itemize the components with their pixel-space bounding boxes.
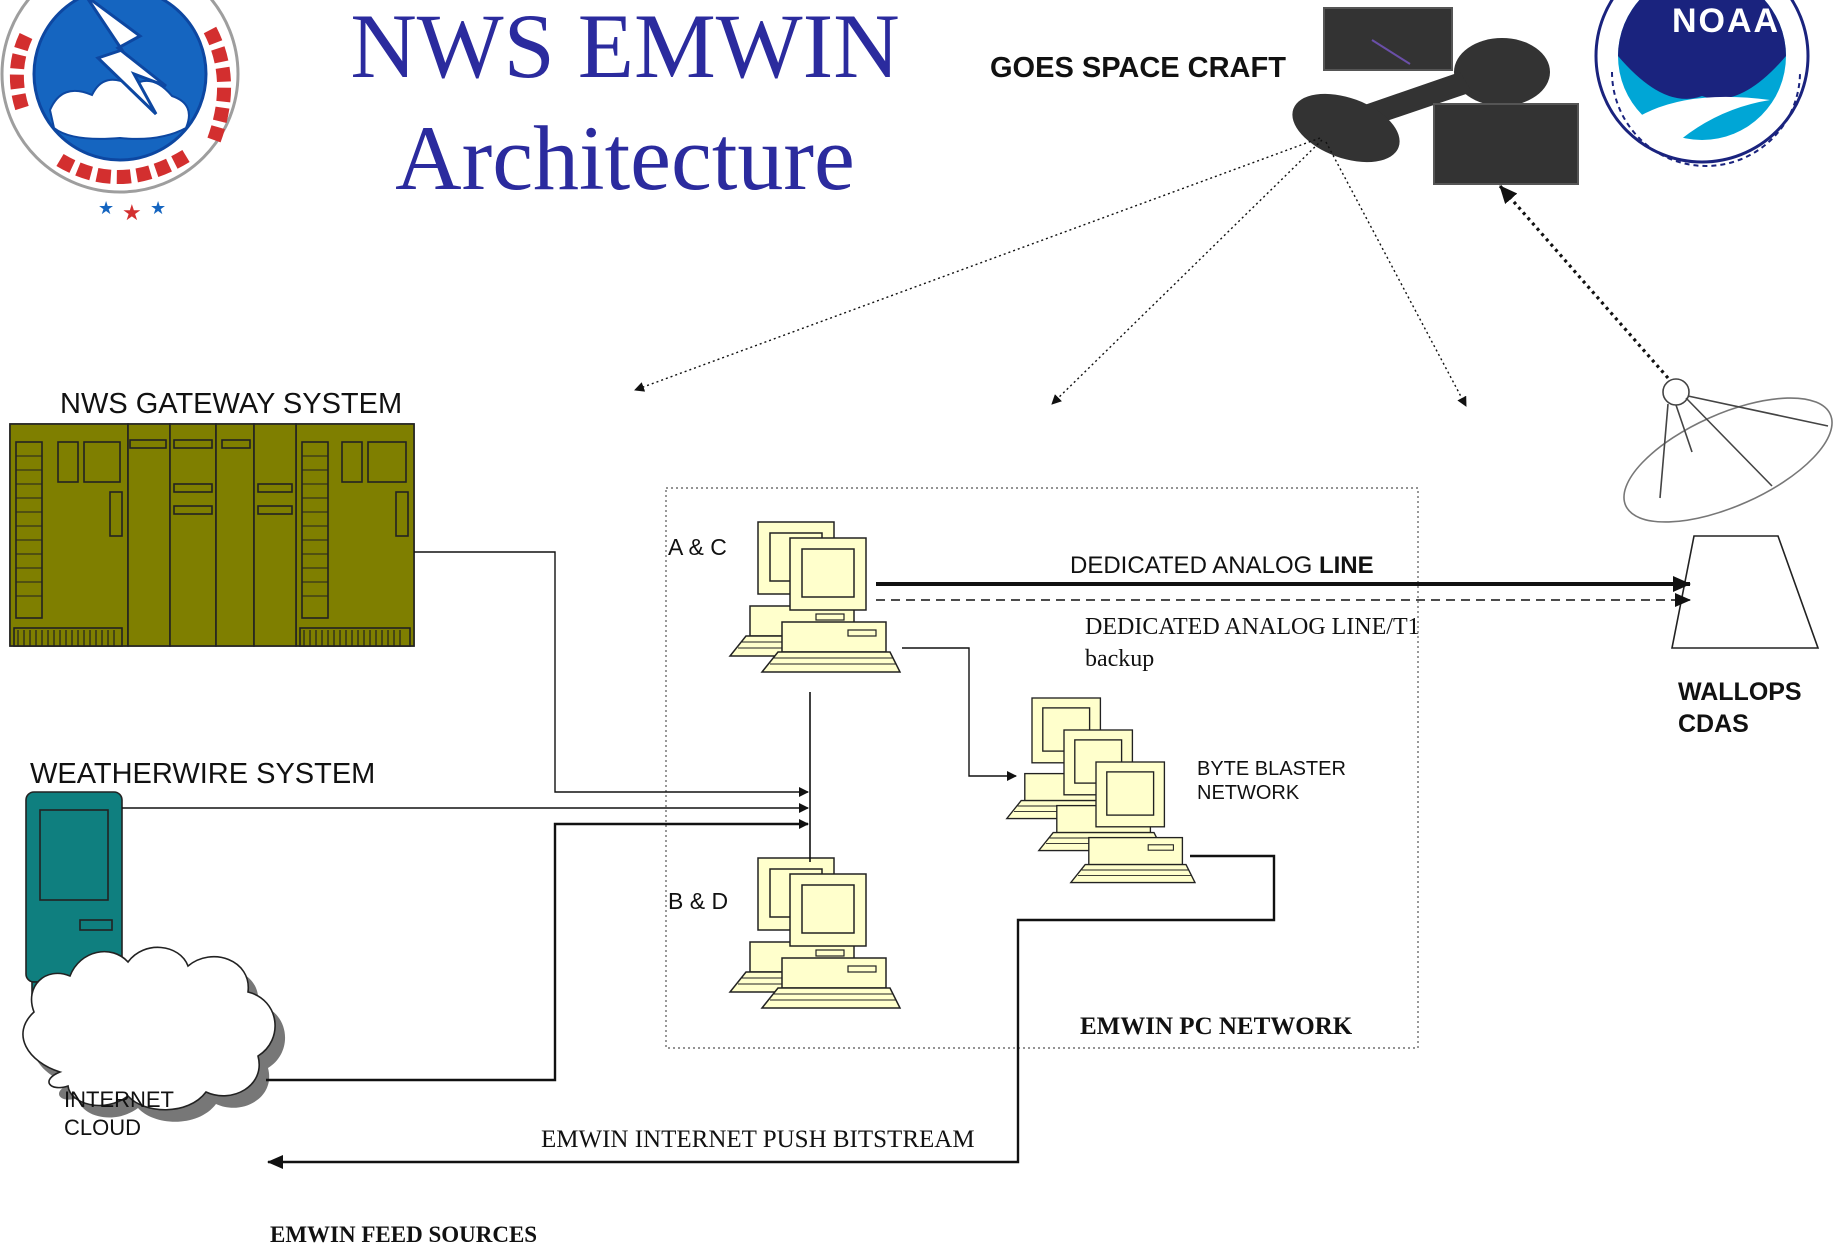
page-title-line2: Architecture xyxy=(395,107,855,209)
page-title-line1: NWS EMWIN xyxy=(350,0,900,97)
noaa-logo-icon xyxy=(1594,0,1810,167)
weatherwire-label: WEATHERWIRE SYSTEM xyxy=(30,758,376,790)
svg-text:★: ★ xyxy=(98,198,114,219)
internet-label-line1: INTERNET xyxy=(64,1087,174,1112)
internet-cloud-icon xyxy=(22,946,286,1122)
dedicated-line-bold: LINE xyxy=(1318,552,1374,579)
wallops-dish-icon xyxy=(1623,378,1833,649)
emwin-pc-network-box xyxy=(665,487,1419,1049)
gateway-label: NWS GATEWAY SYSTEM xyxy=(60,388,403,420)
noaa-word: NOAA xyxy=(1672,2,1781,40)
dedicated-line-label: DEDICATED ANALOG LINE xyxy=(1070,552,1374,580)
nws-logo-icon: ★ ★ ★ xyxy=(0,0,240,226)
pc-ac-icon xyxy=(729,521,901,673)
goes-label: GOES SPACE CRAFT xyxy=(990,52,1286,84)
ac-label: A & C xyxy=(668,534,727,560)
internet-label-line2: CLOUD xyxy=(64,1115,142,1140)
svg-text:★: ★ xyxy=(150,198,166,219)
push-bitstream-label: EMWIN INTERNET PUSH BITSTREAM xyxy=(541,1126,975,1153)
wallops-label-line2: CDAS xyxy=(1678,710,1749,738)
bd-label: B & D xyxy=(668,888,729,914)
pc-network-label: EMWIN PC NETWORK xyxy=(1080,1013,1353,1040)
byte-blaster-label-line1: BYTE BLASTER xyxy=(1197,758,1346,780)
svg-text:★: ★ xyxy=(122,201,142,226)
backup-line-sublabel: backup xyxy=(1085,646,1155,672)
dedicated-line-prefix: DEDICATED ANALOG xyxy=(1070,552,1319,579)
backup-line-label: DEDICATED ANALOG LINE/T1 xyxy=(1085,614,1420,640)
feed-sources-label: EMWIN FEED SOURCES xyxy=(270,1222,538,1247)
weatherwire-terminal-icon xyxy=(25,791,123,1001)
byte-blaster-label-line2: NETWORK xyxy=(1197,782,1300,804)
pc-bd-icon xyxy=(729,857,901,1009)
goes-satellite-icon xyxy=(1292,7,1579,185)
byte-blaster-pcs-icon xyxy=(1006,697,1196,884)
nws-gateway-icon xyxy=(9,423,415,647)
wallops-label-line1: WALLOPS xyxy=(1678,678,1802,706)
